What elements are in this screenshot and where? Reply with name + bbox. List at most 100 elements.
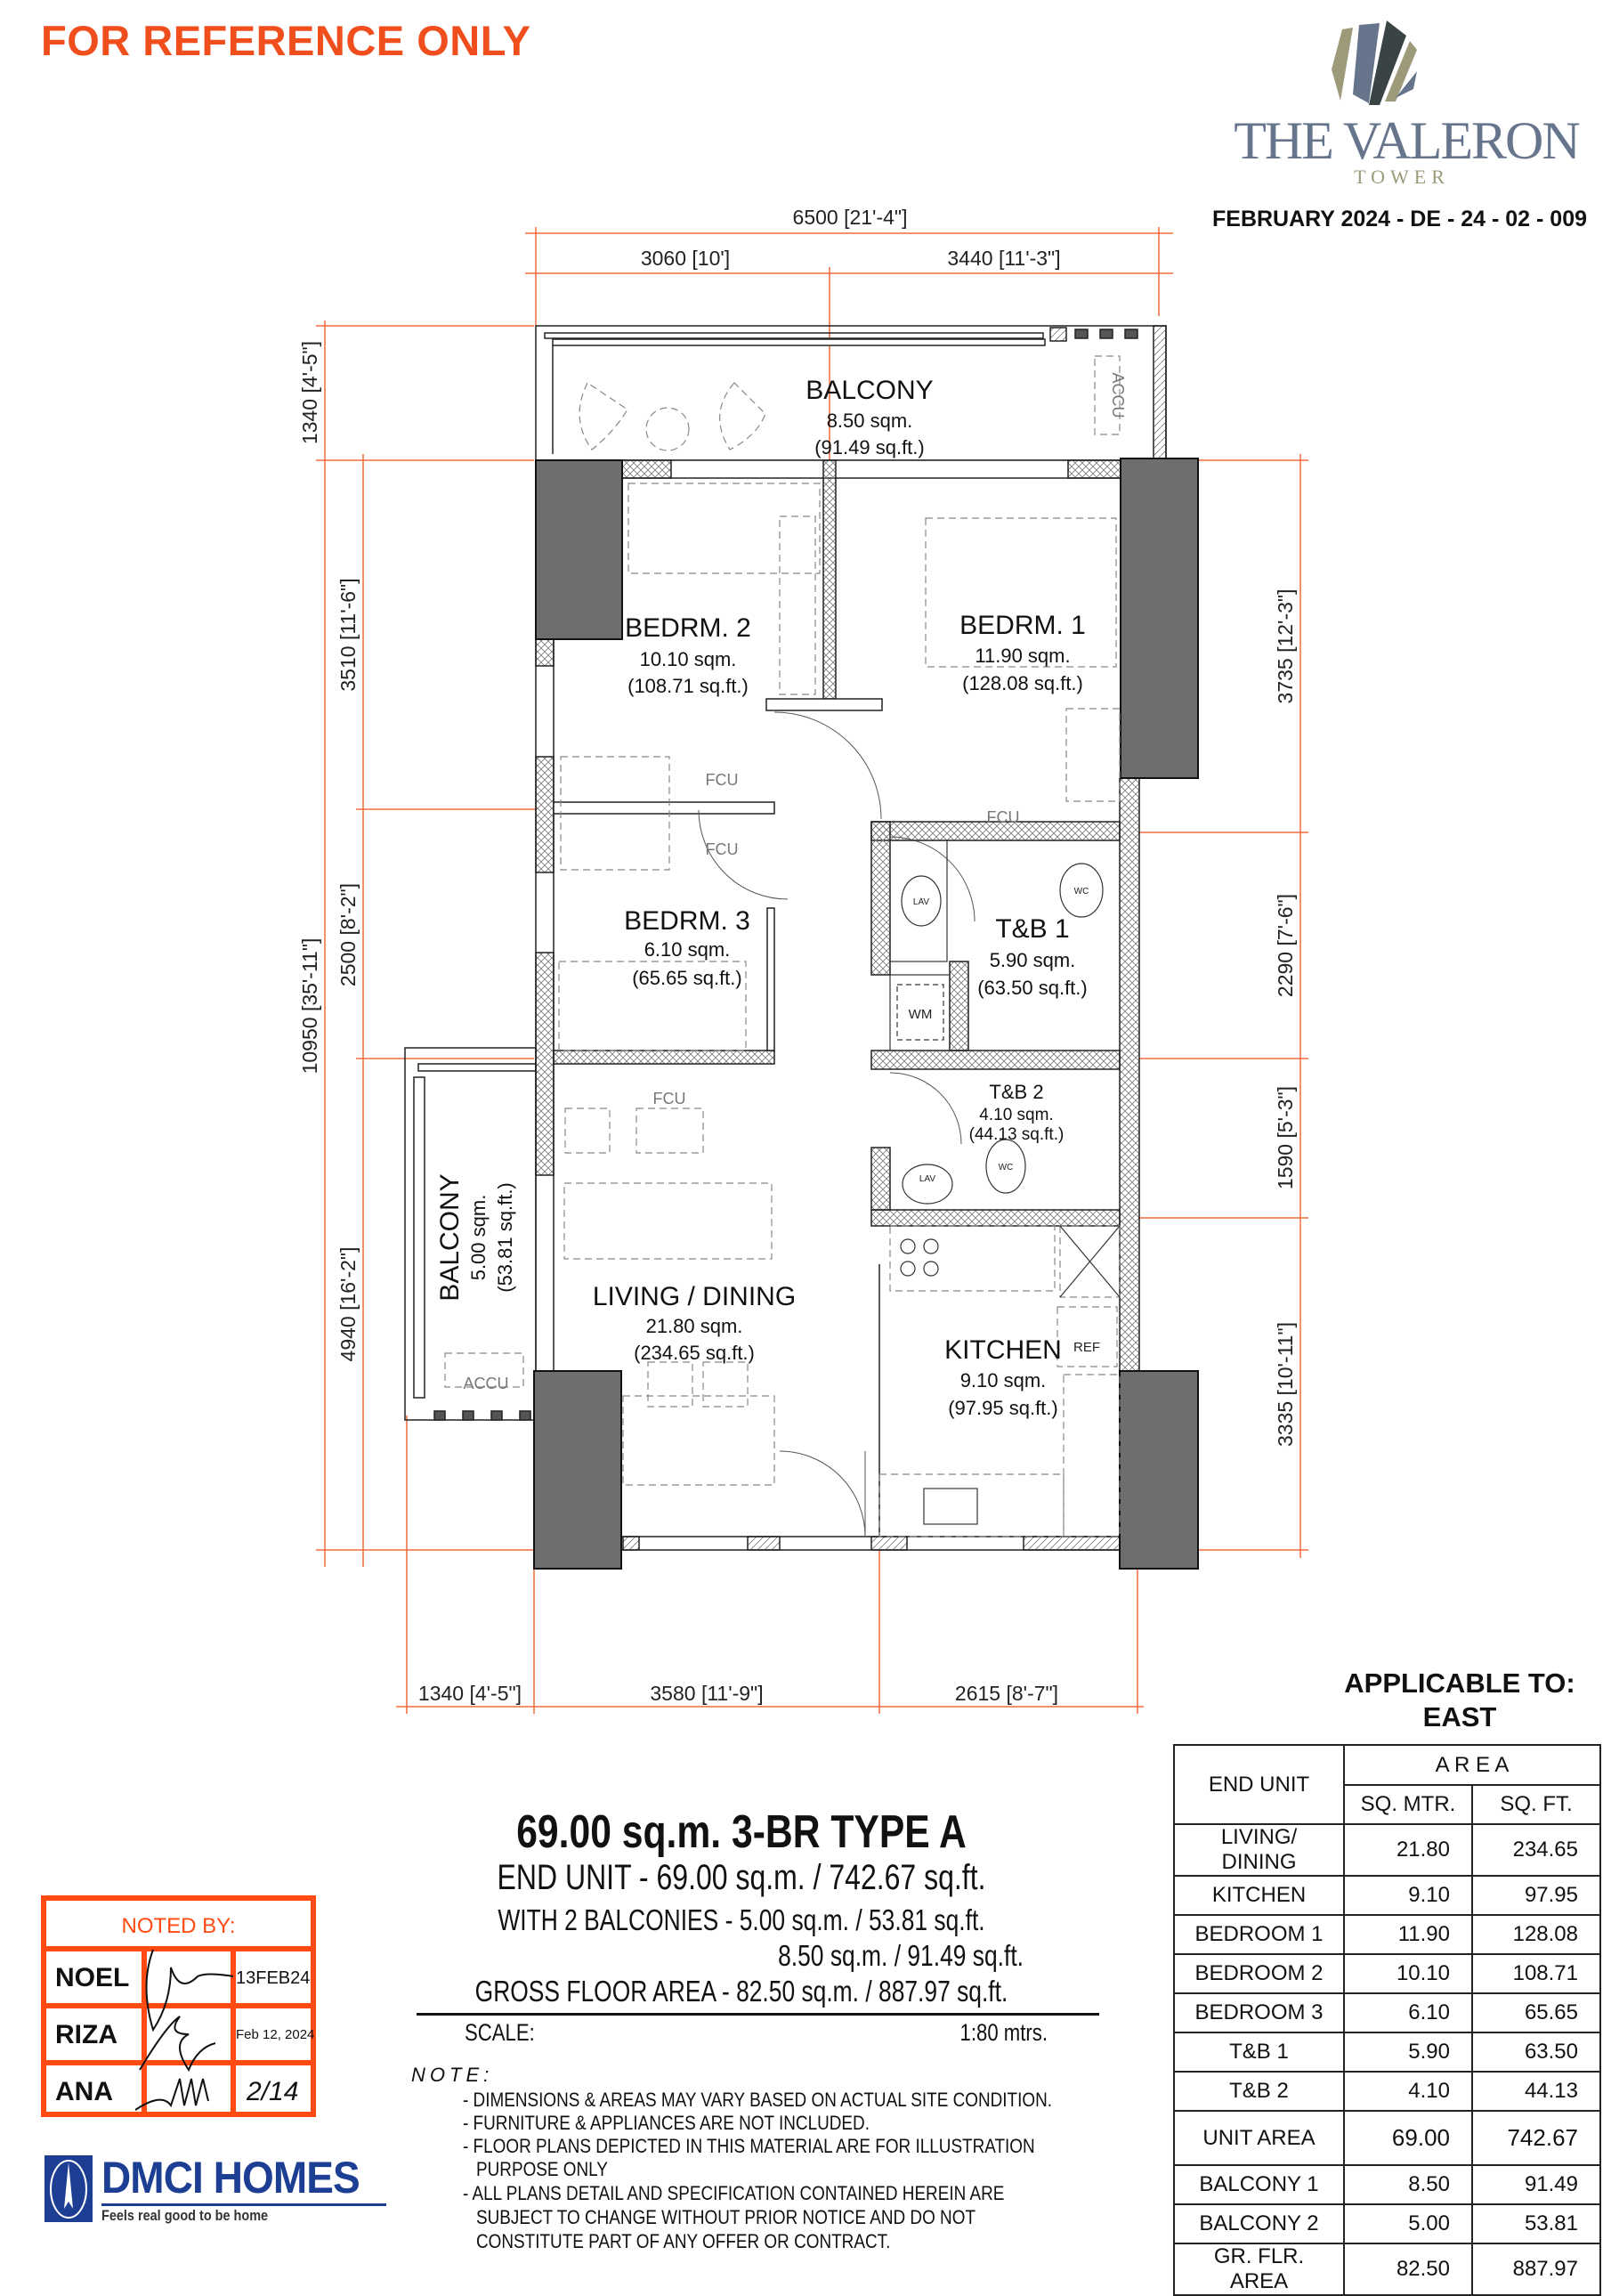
dim-bottom-2: 3580 [11'-9"] <box>650 1682 763 1705</box>
refrigerator <box>1056 1306 1118 1367</box>
svg-text:5.00 sqm.: 5.00 sqm. <box>467 1195 490 1281</box>
bed-icon <box>627 483 821 574</box>
signature-ana <box>135 2078 209 2111</box>
svg-text:KITCHEN: KITCHEN <box>944 1335 1062 1365</box>
dim-left-2: 2500 [8'-2"] <box>336 883 360 986</box>
applicable-label: APPLICABLE TO: <box>1344 1667 1575 1699</box>
signature-date: 2/14 <box>247 2077 299 2106</box>
sofa-icon <box>563 1182 773 1260</box>
applicable-value: EAST <box>1422 1701 1497 1732</box>
area-table: END UNIT A R E A SQ. MTR. SQ. FT. LIVING… <box>1173 1744 1601 2296</box>
row-value: 11.90 <box>1343 1914 1473 1955</box>
scale-value: 1:80 mtrs. <box>959 2019 1048 2046</box>
logo-name: THE VALERON <box>1234 111 1579 170</box>
dim-right-1: 3735 [12'-3"] <box>1274 589 1297 704</box>
row-value: 6.10 <box>1343 1992 1473 2033</box>
signature-riza <box>139 2016 216 2073</box>
row-value: 97.95 <box>1471 1875 1601 1916</box>
dim-left-1: 3510 [11'-6"] <box>336 578 360 691</box>
svg-text:11.90 sqm.: 11.90 sqm. <box>975 645 1070 667</box>
room-bedroom-2: BEDRM. 2 10.10 sqm. (108.71 sq.ft.) <box>625 613 751 697</box>
row-value: 234.65 <box>1471 1823 1601 1877</box>
header-end-unit: END UNIT <box>1173 1744 1345 1825</box>
row-value: 21.80 <box>1343 1823 1473 1877</box>
fcu-label: FCU <box>706 840 739 858</box>
signature-date: 13FEB24 <box>236 1968 311 1988</box>
row-value: 44.13 <box>1471 2071 1601 2112</box>
row-value: 4.10 <box>1343 2071 1473 2112</box>
row-label: T&B 2 <box>1173 2071 1345 2112</box>
door-swing <box>773 711 882 820</box>
svg-text:6.10 sqm.: 6.10 sqm. <box>644 938 731 961</box>
wardrobe <box>1065 708 1121 802</box>
structural-columns <box>533 458 1199 1570</box>
row-value: 8.50 <box>1343 2164 1473 2205</box>
header-area: A R E A <box>1343 1744 1601 1786</box>
row-label: UNIT AREA <box>1173 2110 1345 2166</box>
column <box>533 1370 622 1570</box>
fcu-label: FCU <box>653 1090 686 1107</box>
developer-tagline: Feels real good to be home <box>101 2207 269 2224</box>
row-value: 5.00 <box>1343 2203 1473 2244</box>
toilet-icon <box>985 1139 1026 1194</box>
accu-label: ACCU <box>1109 372 1127 418</box>
side-table-icon <box>645 407 690 451</box>
svg-text:(234.65 sq.ft.): (234.65 sq.ft.) <box>634 1342 755 1364</box>
noted-by-row: NOEL 13FEB24 <box>46 1951 311 2008</box>
row-value: 91.49 <box>1471 2164 1601 2205</box>
svg-text:LIVING / DINING: LIVING / DINING <box>593 1282 796 1311</box>
stool-icon <box>702 1361 749 1408</box>
accu-unit <box>1094 355 1121 435</box>
dim-left-balcony: 1340 [4'-5"] <box>298 341 321 444</box>
row-label: LIVING/ DINING <box>1173 1823 1345 1877</box>
row-label: BEDROOM 3 <box>1173 1992 1345 2033</box>
note-line: PURPOSE ONLY <box>476 2158 608 2180</box>
walls <box>404 325 1167 1566</box>
row-value: 69.00 <box>1343 2110 1473 2166</box>
room-balcony-top: BALCONY 8.50 sqm. (91.49 sq.ft.) <box>806 376 933 458</box>
note-line: - FLOOR PLANS DEPICTED IN THIS MATERIAL … <box>463 2135 1035 2157</box>
dim-right-4: 3335 [10'-11"] <box>1274 1322 1297 1447</box>
header-sqm: SQ. MTR. <box>1343 1784 1473 1825</box>
svg-text:BEDRM. 2: BEDRM. 2 <box>625 613 751 643</box>
dim-left-3: 4940 [16'-2"] <box>336 1247 360 1362</box>
balconies-area-1: WITH 2 BALCONIES - 5.00 sq.m. / 53.81 sq… <box>498 1903 985 1936</box>
dim-right-3: 1590 [5'-3"] <box>1274 1086 1297 1189</box>
dim-bottom-1: 1340 [4'-5"] <box>418 1682 522 1705</box>
row-value: 9.10 <box>1343 1875 1473 1916</box>
lavatory-icon <box>902 1164 953 1205</box>
valeron-logo: THE VALERON TOWER <box>1234 20 1581 185</box>
wc-label: WC <box>1074 887 1089 896</box>
scale-label: SCALE: <box>465 2019 535 2046</box>
counter <box>1063 1374 1121 1537</box>
svg-text:8.50 sqm.: 8.50 sqm. <box>827 410 913 432</box>
notes-heading: NOTE: <box>411 2064 494 2086</box>
dim-left-total: 10950 [35'-11"] <box>298 938 321 1075</box>
stove-burner <box>900 1238 916 1254</box>
signer-name: RIZA <box>55 2020 117 2049</box>
washing-machine <box>896 984 944 1041</box>
row-label: BALCONY 2 <box>1173 2203 1345 2244</box>
furniture <box>444 355 1121 1537</box>
svg-text:5.90 sqm.: 5.90 sqm. <box>990 949 1076 971</box>
signer-name: ANA <box>55 2077 113 2106</box>
row-value: 5.90 <box>1343 2032 1473 2073</box>
noted-by-row: ANA 2/14 <box>46 2065 311 2117</box>
sink-icon <box>923 1488 978 1525</box>
noted-by-box: NOTED BY: NOEL 13FEB24 RIZA Feb 12, 2024… <box>41 1895 316 2117</box>
svg-text:(65.65 sq.ft.): (65.65 sq.ft.) <box>632 967 742 989</box>
logo-mark <box>1332 20 1417 105</box>
svg-text:9.10 sqm.: 9.10 sqm. <box>960 1369 1047 1391</box>
dmci-emblem-icon <box>45 2155 93 2222</box>
toilet-icon <box>1059 863 1104 918</box>
row-label: T&B 1 <box>1173 2032 1345 2073</box>
column <box>535 459 623 640</box>
wc-label: WC <box>999 1163 1014 1172</box>
row-value: 108.71 <box>1471 1953 1601 1994</box>
